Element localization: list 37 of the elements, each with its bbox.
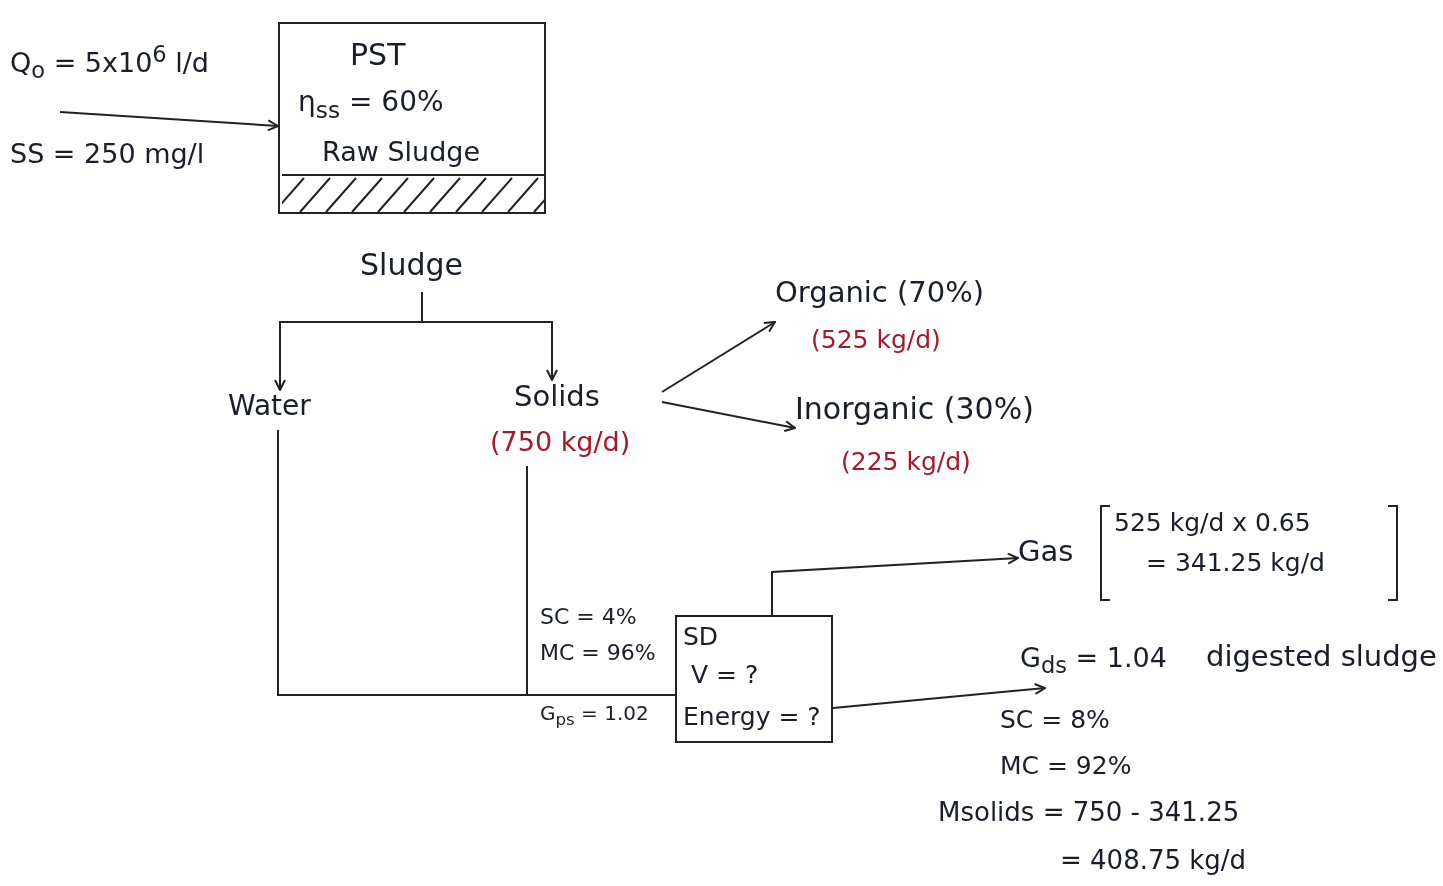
arrow [661,401,796,432]
node-text: (525 kg/d) [811,326,941,355]
annotation-text: MC = 92% [1000,752,1132,781]
flow-parameter: SS = 250 mg/l [10,138,205,170]
box-text: Raw Sludge [322,136,481,168]
flow-parameter: Q$_{o}$ = 5x10$^{6}$ l/d [10,42,209,85]
node-text: (750 kg/d) [490,426,631,458]
box-text: PST [350,38,406,73]
node-text: (225 kg/d) [841,448,971,477]
annotation-text: MC = 96% [540,640,656,666]
box-text: SD [683,623,719,652]
node-text: Inorganic (30%) [795,392,1034,427]
annotation-text: SC = 4% [540,604,637,630]
node-text: = 341.25 kg/d [1146,549,1325,578]
arrow [661,321,776,393]
node-text: 525 kg/d x 0.65 [1114,509,1311,538]
annotation-text: = 408.75 kg/d [1060,846,1247,876]
box-text: Energy = ? [683,703,821,732]
node-text: G$_{ds}$ = 1.04 [1020,642,1167,680]
box-text: V = ? [691,661,759,690]
annotation-text: Msolids = 750 - 341.25 [938,798,1240,828]
node-text: Solids [514,380,600,414]
connector-line [526,465,676,696]
node-text: Organic (70%) [775,276,985,310]
arrow [59,111,279,132]
digester-box [675,615,833,743]
node-text: Gas [1018,535,1074,569]
node-text: Water [228,390,311,423]
box-text: η$_{ss}$ = 60% [298,86,444,124]
tank-box [278,22,546,214]
node-text: Sludge [360,248,463,283]
node-text: digested sludge [1206,640,1437,674]
arrow [771,552,1019,616]
annotation-text: G$_{ps}$ = 1.02 [540,702,649,730]
arrow [832,682,1046,709]
annotation-text: SC = 8% [1000,706,1110,735]
arrow [421,291,558,381]
